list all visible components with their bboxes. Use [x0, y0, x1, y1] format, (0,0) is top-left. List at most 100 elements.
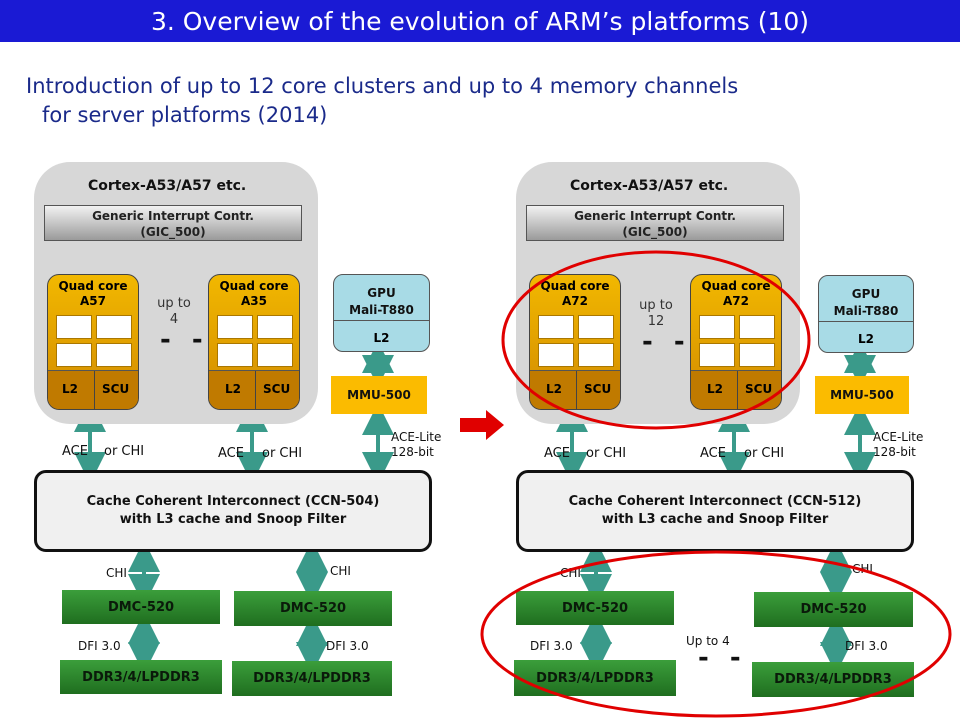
right-cluster-dashes: - - [642, 327, 691, 357]
slide-title: 3. Overview of the evolution of ARM’s pl… [0, 0, 960, 42]
core-block [56, 343, 92, 367]
core-block [578, 343, 614, 367]
core-block [699, 315, 735, 339]
core-block [538, 343, 574, 367]
core-block [217, 315, 253, 339]
l2-label: L2 [62, 382, 78, 396]
left-core-cluster-2: Quad core A35 L2 SCU [208, 274, 300, 410]
right-dfi-2: DFI 3.0 [845, 639, 888, 653]
upto-label: up to [157, 296, 191, 311]
core-block [96, 315, 132, 339]
right-gic-line-1: Generic Interrupt Contr. [574, 209, 736, 223]
scu-label: SCU [263, 382, 291, 396]
right-link2-ace: ACE [700, 446, 726, 461]
core-model: A35 [241, 294, 267, 308]
left-ace-lite-label: ACE-Lite 128-bit [391, 430, 441, 460]
core-block [739, 315, 775, 339]
cluster-cache-bar: L2 SCU [530, 370, 620, 409]
left-gic-line-2: (GIC_500) [140, 225, 206, 239]
core-type: Quad core [540, 279, 610, 293]
core-label: Quad core A72 [691, 279, 781, 309]
ccn-subtitle: with L3 cache and Snoop Filter [119, 512, 347, 527]
left-dmc-1: DMC-520 [62, 590, 220, 624]
right-ddr-2: DDR3/4/LPDDR3 [752, 662, 914, 697]
intro-text: Introduction of up to 12 core clusters a… [26, 72, 738, 130]
l2-label: L2 [225, 382, 241, 396]
core-block [699, 343, 735, 367]
left-dfi-1: DFI 3.0 [78, 639, 121, 653]
right-link1-ace: ACE [544, 446, 570, 461]
ace-lite-width: 128-bit [873, 445, 916, 459]
gpu-l2-label: L2 [334, 320, 429, 345]
right-cpu-title: Cortex-A53/A57 etc. [570, 178, 729, 194]
core-block [538, 315, 574, 339]
right-gic-line-2: (GIC_500) [622, 225, 688, 239]
left-dfi-2: DFI 3.0 [326, 639, 369, 653]
right-ccn-box: Cache Coherent Interconnect (CCN-512) wi… [516, 470, 914, 552]
left-cpu-title: Cortex-A53/A57 etc. [88, 178, 247, 194]
core-block [217, 343, 253, 367]
core-model: A72 [562, 294, 588, 308]
left-link2-chi: or CHI [262, 446, 303, 461]
core-block [96, 343, 132, 367]
right-mmu-box: MMU-500 [815, 376, 909, 414]
scu-label: SCU [102, 382, 130, 396]
left-ccn-box: Cache Coherent Interconnect (CCN-504) wi… [34, 470, 432, 552]
cluster-cache-bar: L2 SCU [48, 370, 138, 409]
upto-value: 4 [169, 312, 179, 327]
l2-label: L2 [546, 382, 562, 396]
gpu-model: Mali-T880 [349, 303, 414, 317]
core-model: A72 [723, 294, 749, 308]
core-label: Quad core A35 [209, 279, 299, 309]
core-type: Quad core [219, 279, 289, 293]
right-chi-1: CHI [560, 566, 581, 580]
right-core-cluster-2: Quad core A72 L2 SCU [690, 274, 782, 410]
core-type: Quad core [701, 279, 771, 293]
gpu-l2-label: L2 [819, 321, 913, 346]
ccn-subtitle: with L3 cache and Snoop Filter [601, 512, 829, 527]
cluster-cache-bar: L2 SCU [691, 370, 781, 409]
core-block [257, 343, 293, 367]
right-gpu-box: GPU Mali-T880 L2 [818, 275, 914, 353]
left-arrows [74, 341, 394, 674]
right-dfi-1: DFI 3.0 [530, 639, 573, 653]
core-type: Quad core [58, 279, 128, 293]
left-chi-2: CHI [330, 564, 351, 578]
core-label: Quad core A57 [48, 279, 138, 309]
ace-lite-text: ACE-Lite [873, 430, 924, 444]
cluster-cache-bar: L2 SCU [209, 370, 299, 409]
l2-label: L2 [707, 382, 723, 396]
right-chi-2: CHI [852, 562, 873, 576]
core-label: Quad core A72 [530, 279, 620, 309]
right-ddr-1: DDR3/4/LPDDR3 [514, 660, 676, 696]
right-dmc-2: DMC-520 [754, 592, 913, 627]
ccn-title: Cache Coherent Interconnect (CCN-504) [86, 494, 380, 509]
left-cluster-count: up to 4 [148, 296, 200, 328]
intro-line-1: Introduction of up to 12 core clusters a… [26, 74, 739, 98]
left-link1-ace: ACE [62, 444, 88, 459]
left-core-cluster-1: Quad core A57 L2 SCU [47, 274, 139, 410]
left-ddr-2: DDR3/4/LPDDR3 [232, 661, 392, 696]
ace-lite-text: ACE-Lite [391, 430, 442, 444]
left-dmc-2: DMC-520 [234, 591, 392, 626]
right-gic-box: Generic Interrupt Contr. (GIC_500) [526, 205, 784, 241]
ace-lite-width: 128-bit [391, 445, 434, 459]
scu-label: SCU [745, 382, 773, 396]
left-cluster-dashes: - - [160, 325, 209, 355]
core-block [739, 343, 775, 367]
right-mem-dashes: - - [698, 643, 747, 673]
core-block [578, 315, 614, 339]
ccn-title: Cache Coherent Interconnect (CCN-512) [568, 494, 862, 509]
core-model: A57 [80, 294, 106, 308]
transition-arrow [460, 410, 504, 440]
left-gic-box: Generic Interrupt Contr. (GIC_500) [44, 205, 302, 241]
gpu-label: GPU Mali-T880 [819, 286, 913, 320]
left-link1-chi: or CHI [104, 444, 145, 459]
upto-label: up to [639, 298, 673, 313]
right-core-cluster-1: Quad core A72 L2 SCU [529, 274, 621, 410]
gpu-title: GPU [367, 286, 396, 300]
left-gpu-box: GPU Mali-T880 L2 [333, 274, 430, 352]
left-chi-1: CHI [106, 566, 127, 580]
right-link2-chi: or CHI [744, 446, 785, 461]
scu-label: SCU [584, 382, 612, 396]
